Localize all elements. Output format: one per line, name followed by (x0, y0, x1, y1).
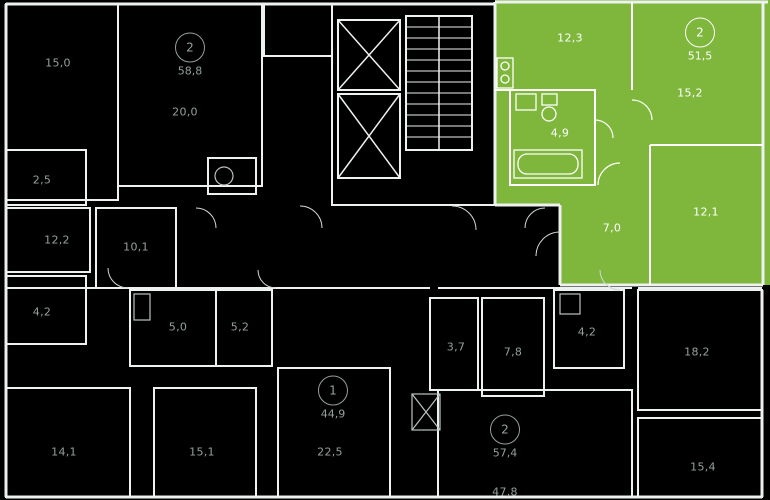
core-outline (331, 3, 496, 206)
elevator-cross-icon (337, 93, 401, 179)
room-outline (481, 297, 545, 397)
room-outline (553, 289, 625, 369)
badge-total-area: 58,8 (177, 64, 203, 78)
room-outline (637, 289, 763, 411)
bathroom-outline (509, 89, 596, 186)
fixture-icon (559, 293, 581, 315)
room-area-label: 4,2 (577, 325, 597, 339)
bath-fixtures (496, 57, 583, 179)
bathtub-icon (513, 149, 583, 179)
room-area-label: 7,0 (602, 221, 622, 235)
room-area-label: 15,2 (677, 86, 703, 100)
room-outline (153, 387, 257, 498)
stair-core (331, 3, 496, 206)
badge-rooms-count: 2 (490, 414, 520, 445)
room-outline (437, 389, 633, 498)
fixtures (133, 166, 581, 431)
room-area-label: 18,2 (684, 345, 710, 359)
room-area-label: 12,3 (557, 31, 583, 45)
elevator-cross-icon (337, 19, 401, 91)
highlighted-apartment-region[interactable] (495, 0, 770, 285)
room-area-label: 47,8 (492, 485, 518, 499)
room-outline (5, 387, 131, 498)
room-area-label: 20,0 (172, 105, 198, 119)
room-area-label: 5,0 (168, 320, 188, 334)
badge-rooms-count: 1 (318, 375, 348, 406)
room-outline (117, 3, 263, 187)
shaft-icon (411, 393, 441, 431)
bathtub-basin-icon (517, 153, 579, 175)
fixture-icon (133, 293, 151, 321)
room-area-label: 4,2 (32, 305, 52, 319)
room-area-label: 3,7 (446, 340, 466, 354)
elevator-shaft (337, 93, 401, 179)
badge-total-area: 44,9 (320, 407, 346, 421)
room-area-label: 14,1 (51, 445, 77, 459)
room-outline (277, 367, 391, 498)
elevator-shaft (337, 19, 401, 91)
burner-icon (500, 61, 510, 71)
room-outline (5, 149, 87, 206)
room-area-label: 12,1 (693, 205, 719, 219)
room-outline (5, 275, 87, 345)
room-outline (207, 157, 257, 195)
room-outline (5, 207, 91, 273)
burner-icon (500, 74, 510, 84)
stair-steps (406, 26, 472, 138)
badge-rooms-count: 2 (175, 32, 205, 63)
room-outline (637, 417, 763, 498)
shaft-cross-icon (411, 393, 441, 431)
door-arcs (107, 205, 621, 291)
door-arc (107, 205, 621, 291)
door-arc (594, 99, 653, 186)
badge-rooms-count: 2 (685, 17, 715, 48)
room-outlines (5, 3, 763, 498)
room-area-label: 5,2 (230, 320, 250, 334)
room-outline (215, 289, 273, 367)
room-area-label: 7,8 (503, 345, 523, 359)
highlighted-apartment-walls (495, 2, 763, 285)
badge-total-area: 51,5 (687, 49, 713, 63)
sink-icon (214, 166, 234, 186)
toilet-bowl-icon (541, 106, 557, 122)
badge-total-area: 57,4 (492, 446, 518, 460)
room-area-label: 15,4 (690, 460, 716, 474)
room-area-label: 4,9 (550, 126, 570, 140)
room-area-label: 10,1 (123, 240, 149, 254)
room-area-label: 15,0 (45, 56, 71, 70)
toilet-tank-icon (541, 93, 558, 106)
room-area-label: 22,5 (317, 445, 343, 459)
sink-icon (515, 93, 537, 111)
room-area-label: 15,1 (189, 445, 215, 459)
stove-icon (496, 57, 514, 89)
room-area-label: 2,5 (32, 173, 52, 187)
room-area-label: 12,2 (44, 233, 70, 247)
